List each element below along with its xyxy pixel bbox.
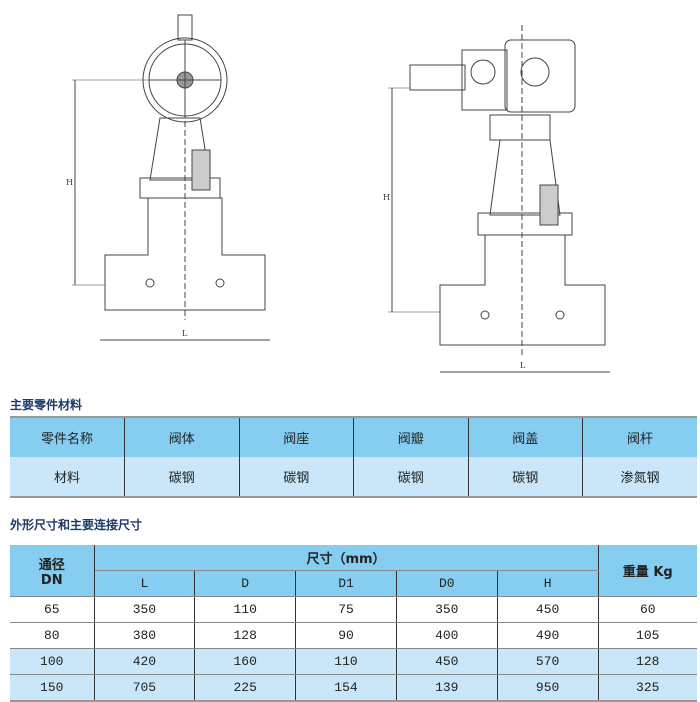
cell: 105 <box>597 622 697 649</box>
electric-actuator-gate-valve-drawing <box>388 25 610 373</box>
cell: 570 <box>496 648 599 675</box>
cell: 400 <box>395 622 498 649</box>
cell: 154 <box>295 674 397 702</box>
dim-h-label-2: H <box>383 193 390 202</box>
col-header: L <box>94 570 196 597</box>
dimensions-title: 外形尺寸和主要连接尺寸 <box>10 518 143 532</box>
cell: 450 <box>395 648 498 675</box>
header-cell: 零件名称 <box>10 417 125 457</box>
cell: 110 <box>194 596 297 623</box>
handwheel-gate-valve-drawing <box>72 14 270 341</box>
weight-header: 重量 Kg <box>597 545 697 597</box>
cell: 80 <box>10 622 95 649</box>
cell: 碳钢 <box>353 457 469 497</box>
cell: 碳钢 <box>467 457 583 497</box>
dn-sub-label: DN <box>40 572 63 588</box>
size-subheader-row: L D D1 D0 H <box>10 570 697 597</box>
cell: 128 <box>597 648 697 675</box>
cell: 100 <box>10 648 95 675</box>
materials-title: 主要零件材料 <box>10 398 83 412</box>
cell: 110 <box>295 648 397 675</box>
cell: 490 <box>496 622 599 649</box>
cell: 350 <box>395 596 498 623</box>
header-cell: 阀杆 <box>582 417 697 457</box>
col-header: D <box>194 570 297 597</box>
header-cell: 阀体 <box>124 417 240 457</box>
col-header: D0 <box>395 570 498 597</box>
cell: 碳钢 <box>238 457 354 497</box>
materials-table: 零件名称 阀体 阀座 阀瓣 阀盖 阀杆 材料 碳钢 碳钢 碳钢 碳钢 渗氮钢 <box>10 416 697 498</box>
cell: 碳钢 <box>124 457 240 497</box>
size-header: 尺寸（mm） <box>93 545 599 571</box>
materials-row: 材料 碳钢 碳钢 碳钢 碳钢 渗氮钢 <box>10 457 697 497</box>
dn-label: 通径 <box>38 557 65 573</box>
cell: 材料 <box>10 457 125 497</box>
cell: 128 <box>194 622 297 649</box>
cell: 75 <box>295 596 397 623</box>
cell: 950 <box>496 674 599 702</box>
cell: 渗氮钢 <box>582 457 697 497</box>
dim-h-label-1: H <box>66 178 73 187</box>
header-cell: 阀瓣 <box>353 417 469 457</box>
cell: 225 <box>194 674 297 702</box>
cell: 160 <box>194 648 297 675</box>
cell: 450 <box>496 596 599 623</box>
materials-header-row: 零件名称 阀体 阀座 阀瓣 阀盖 阀杆 <box>10 417 697 457</box>
cell: 90 <box>295 622 397 649</box>
col-header: H <box>496 570 598 597</box>
header-cell: 阀盖 <box>467 417 583 457</box>
valve-drawings: H L H L <box>66 14 610 373</box>
cell: 705 <box>93 674 196 702</box>
cell: 65 <box>10 596 95 623</box>
cell: 325 <box>597 674 697 702</box>
cell: 380 <box>93 622 196 649</box>
header-cell: 阀座 <box>238 417 354 457</box>
dim-l-label-2: L <box>520 361 526 370</box>
cell: 60 <box>597 596 697 623</box>
cell: 350 <box>93 596 196 623</box>
cell: 420 <box>93 648 196 675</box>
col-header: D1 <box>295 570 397 597</box>
cell: 150 <box>10 674 95 702</box>
dim-l-label-1: L <box>182 329 188 338</box>
cell: 139 <box>395 674 498 702</box>
